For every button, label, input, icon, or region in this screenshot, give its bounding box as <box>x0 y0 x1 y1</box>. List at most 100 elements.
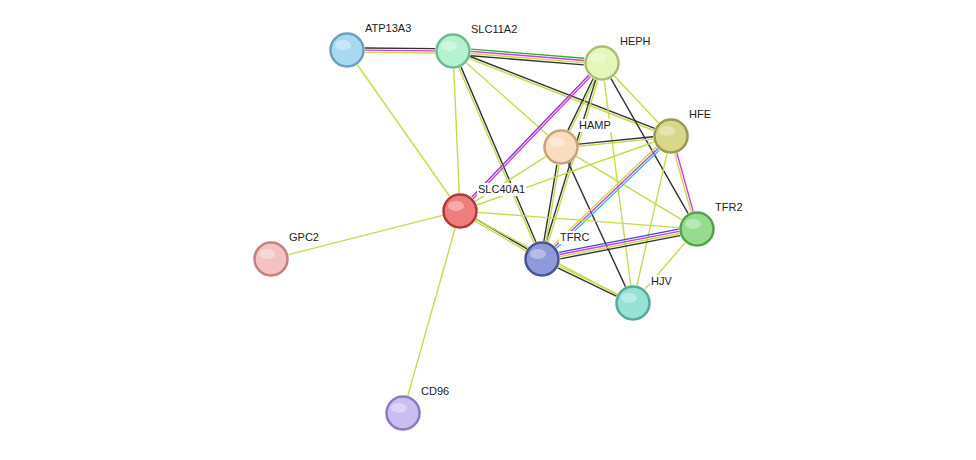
node-label: ATP13A3 <box>364 22 412 35</box>
node-label: GPC2 <box>288 231 320 244</box>
evidence-line <box>559 229 679 252</box>
evidence-line <box>365 52 435 54</box>
interaction-edge <box>645 243 685 290</box>
evidence-line <box>357 65 449 197</box>
protein-node: SLC40A1 <box>442 193 478 229</box>
node-label: TFR2 <box>714 201 744 214</box>
interaction-edge <box>614 76 658 123</box>
node-circle-shape <box>526 243 559 276</box>
evidence-line <box>408 228 455 395</box>
interaction-edge <box>478 212 679 227</box>
evidence-line <box>473 77 590 199</box>
evidence-line <box>478 212 679 227</box>
node-highlight <box>659 126 675 136</box>
node-circle-shape <box>617 287 650 320</box>
evidence-line <box>470 57 654 129</box>
evidence-line <box>476 219 617 294</box>
node-label: HFE <box>688 108 712 121</box>
node-circle <box>435 33 471 69</box>
node-circle-shape <box>444 195 477 228</box>
evidence-line <box>475 157 546 202</box>
evidence-line <box>471 54 584 63</box>
interaction-edge <box>472 75 591 199</box>
protein-node: SLC11A2 <box>435 33 471 69</box>
interaction-edge <box>469 57 654 131</box>
evidence-line <box>604 81 630 285</box>
evidence-line <box>544 165 557 242</box>
node-circle <box>442 193 478 229</box>
node-circle <box>584 45 620 81</box>
interaction-edge <box>365 48 435 53</box>
protein-node: ATP13A3 <box>329 32 365 68</box>
node-highlight <box>335 40 351 50</box>
node-circle <box>253 241 289 277</box>
node-circle-shape <box>681 213 714 246</box>
node-circle-shape <box>545 131 578 164</box>
interaction-edge <box>579 137 653 147</box>
interaction-edge <box>408 228 455 395</box>
evidence-line <box>288 215 442 254</box>
node-circle <box>615 285 651 321</box>
protein-node: HJV <box>615 285 651 321</box>
node-label: HEPH <box>619 35 652 48</box>
protein-node: TFR2 <box>679 211 715 247</box>
node-highlight <box>448 201 464 211</box>
node-highlight <box>441 41 457 51</box>
node-circle-shape <box>586 47 619 80</box>
node-highlight <box>549 137 565 147</box>
protein-node: HAMP <box>543 129 579 165</box>
protein-node: HFE <box>653 118 689 154</box>
node-circle-shape <box>331 34 364 67</box>
evidence-line <box>454 69 459 193</box>
evidence-line <box>365 49 435 51</box>
interaction-edge <box>471 49 585 65</box>
evidence-line <box>614 76 658 123</box>
interaction-edge <box>559 229 680 259</box>
node-highlight <box>259 249 275 259</box>
interaction-edge <box>288 215 442 254</box>
interaction-edge <box>476 219 617 294</box>
node-circle-shape <box>387 397 420 430</box>
node-circle <box>653 118 689 154</box>
interaction-edge <box>454 69 459 193</box>
evidence-line <box>558 268 617 296</box>
evidence-line <box>675 154 691 212</box>
evidence-line <box>365 47 435 49</box>
interaction-edge <box>475 157 546 202</box>
evidence-line <box>475 221 526 251</box>
node-circle-shape <box>437 35 470 68</box>
node-label: HAMP <box>578 119 612 132</box>
node-circle <box>543 129 579 165</box>
node-highlight <box>621 293 637 303</box>
node-circle-shape <box>255 243 288 276</box>
evidence-line <box>637 154 667 286</box>
evidence-line <box>677 153 693 211</box>
interaction-edge <box>637 154 667 286</box>
evidence-line <box>559 231 679 254</box>
interaction-edge <box>357 65 449 197</box>
evidence-line <box>559 266 618 294</box>
evidence-line <box>557 150 660 248</box>
node-circle <box>385 395 421 431</box>
node-highlight <box>391 403 407 413</box>
evidence-line <box>472 75 589 197</box>
protein-node: GPC2 <box>253 241 289 277</box>
evidence-line <box>579 139 653 146</box>
node-circle-shape <box>655 120 688 153</box>
evidence-line <box>555 148 658 246</box>
node-label: CD96 <box>420 385 450 398</box>
interaction-edge <box>604 81 630 285</box>
node-label: SLC11A2 <box>470 23 518 36</box>
evidence-line <box>469 59 653 131</box>
node-circle <box>679 211 715 247</box>
evidence-line <box>611 79 688 214</box>
protein-node: TFRC <box>524 241 560 277</box>
node-highlight <box>685 219 701 229</box>
protein-node: CD96 <box>385 395 421 431</box>
interaction-edge <box>558 266 618 296</box>
evidence-line <box>471 51 584 60</box>
interaction-edge <box>611 79 688 214</box>
node-circle <box>329 32 365 68</box>
